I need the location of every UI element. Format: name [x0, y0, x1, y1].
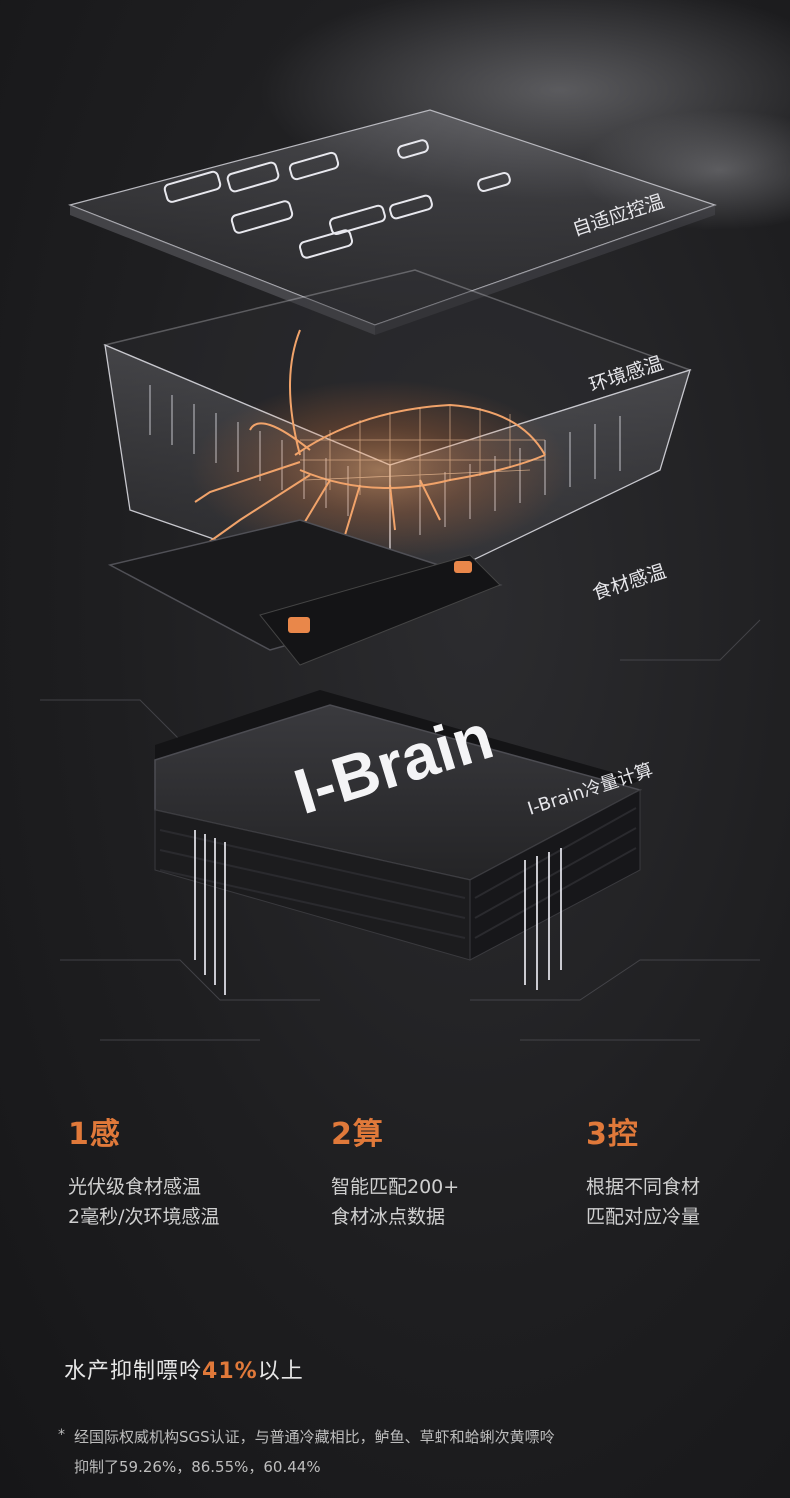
chip-pins	[194, 830, 562, 995]
footnote-asterisk: *	[58, 1427, 65, 1443]
feature-line: 2毫秒/次环境感温	[68, 1206, 220, 1228]
i-brain-chip	[154, 690, 643, 995]
summary-highlight: 41%	[202, 1359, 258, 1384]
sensor-tray	[107, 519, 503, 666]
feature-title: 1感	[68, 1117, 121, 1152]
feature-sense: 1感 光伏级食材感温 2毫秒/次环境感温	[68, 1120, 298, 1232]
feature-line: 光伏级食材感温	[68, 1176, 202, 1198]
label-ingredient-temp: 食材感温	[590, 560, 669, 604]
purine-summary: 水产抑制嘌呤41%以上	[64, 1353, 304, 1385]
circuit-traces	[40, 619, 761, 1041]
hero-illustration: I-Brain 自适应控温 环境感温 食材感温 I-Brain冷量计算	[40, 0, 790, 1041]
summary-suffix: 以上	[257, 1359, 304, 1384]
feature-title: 3控	[586, 1117, 639, 1152]
crayfish-hologram	[190, 329, 570, 560]
sensor-glow-icon	[454, 561, 472, 573]
feature-compute: 2算 智能匹配200+ 食材冰点数据	[331, 1120, 561, 1232]
feature-line: 食材冰点数据	[331, 1206, 446, 1228]
summary-prefix: 水产抑制嘌呤	[64, 1359, 203, 1384]
footnote-line: 经国际权威机构SGS认证，与普通冷藏相比，鲈鱼、草虾和蛤蜊次黄嘌呤	[74, 1428, 555, 1446]
feature-control: 3控 根据不同食材 匹配对应冷量	[586, 1120, 790, 1232]
feature-line: 智能匹配200+	[331, 1176, 460, 1198]
feature-title: 2算	[331, 1117, 384, 1152]
footnote: * 经国际权威机构SGS认证，与普通冷藏相比，鲈鱼、草虾和蛤蜊次黄嘌呤 抑制了5…	[58, 1422, 758, 1482]
feature-line: 匹配对应冷量	[586, 1206, 701, 1228]
feature-line: 根据不同食材	[586, 1176, 701, 1198]
control-panel-plate	[68, 109, 717, 335]
exploded-fridge-diagram: I-Brain 自适应控温 环境感温 食材感温 I-Brain冷量计算	[40, 0, 790, 1041]
feature-columns: 1感 光伏级食材感温 2毫秒/次环境感温 2算 智能匹配200+ 食材冰点数据 …	[0, 1120, 790, 1250]
sensor-glow-icon	[288, 617, 310, 633]
footnote-line: 抑制了59.26%，86.55%，60.44%	[74, 1458, 321, 1476]
